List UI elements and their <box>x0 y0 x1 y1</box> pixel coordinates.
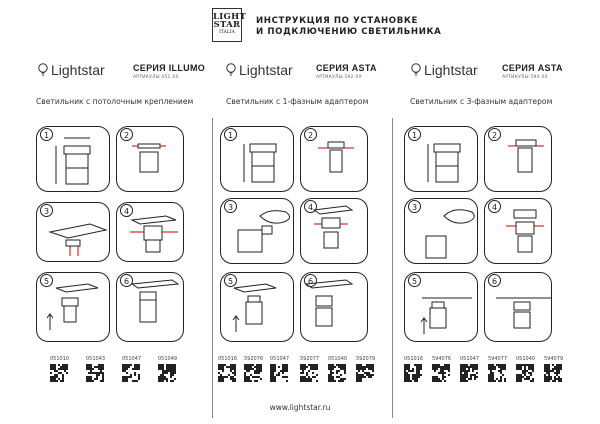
brand-name-1: Lightstar <box>51 62 105 78</box>
title-line-2: И ПОДКЛЮЧЕНИЮ СВЕТИЛЬНИКА <box>256 27 442 37</box>
step-number-2: 2 <box>304 128 317 141</box>
step-card <box>116 126 184 192</box>
step-card <box>116 272 184 342</box>
step-number-3: 3 <box>224 200 237 213</box>
step-number-1: 1 <box>408 128 421 141</box>
qr-code-icon <box>516 364 534 382</box>
qr-code-icon <box>50 364 68 382</box>
article-number: 051040 <box>516 356 536 362</box>
qr-code-icon <box>460 364 478 382</box>
step-number-3: 3 <box>40 204 53 217</box>
website-url: www.lightstar.ru <box>269 403 331 412</box>
illumo-installation-diagram <box>46 137 180 330</box>
step-card <box>484 272 552 342</box>
step-number-4: 4 <box>120 204 133 217</box>
bulb-logo-icon <box>38 63 48 76</box>
step-number-1: 1 <box>224 128 237 141</box>
step-number-6: 6 <box>120 274 133 287</box>
column-subtitle-1: Светильник с потолочным креплением <box>36 97 194 106</box>
article-range-1: АРТИКУЛЫ 051 XX <box>133 75 179 80</box>
article-number: 051047 <box>122 356 142 362</box>
step-number-4: 4 <box>488 200 501 213</box>
qr-code-icon <box>328 364 346 382</box>
brand-name-2: Lightstar <box>239 62 293 78</box>
article-range-2: АРТИКУЛЫ 592 XX <box>316 75 362 80</box>
series-name-3: СЕРИЯ ASTA <box>502 63 563 73</box>
qr-code-icon <box>404 364 422 382</box>
qr-code-icon <box>488 364 506 382</box>
step-card <box>484 198 552 264</box>
step-number-5: 5 <box>408 274 421 287</box>
qr-code-icon <box>86 364 104 382</box>
step-number-6: 6 <box>488 274 501 287</box>
step-card <box>404 126 478 192</box>
column-subtitle-2: Светильник с 1-фазным адаптером <box>226 97 369 106</box>
article-number: 051016 <box>404 356 424 362</box>
step-number-2: 2 <box>120 128 133 141</box>
article-number: 051049 <box>158 356 178 362</box>
qr-code-icon <box>356 364 374 382</box>
qr-code-icon <box>544 364 562 382</box>
step-card <box>36 126 110 192</box>
lightstar-italia-logo: LIGHT STAR ITALIA <box>212 8 247 42</box>
asta-1phase-installation-diagram <box>232 141 354 332</box>
step-number-5: 5 <box>224 274 237 287</box>
step-number-2: 2 <box>488 128 501 141</box>
step-number-5: 5 <box>40 274 53 287</box>
qr-code-icon <box>300 364 318 382</box>
step-card <box>404 198 478 264</box>
series-name-2: СЕРИЯ ASTA <box>316 63 377 73</box>
qr-code-icon <box>270 364 288 382</box>
column-subtitle-3: Светильник с 3-фазным адаптером <box>410 97 553 106</box>
step-card <box>220 198 294 264</box>
article-number: 051047 <box>270 356 290 362</box>
instruction-title: ИНСТРУКЦИЯ ПО УСТАНОВКЕ И ПОДКЛЮЧЕНИЮ СВ… <box>256 16 441 38</box>
qr-code-icon <box>218 364 236 382</box>
step-card <box>36 202 110 262</box>
article-number: 594077 <box>488 356 508 362</box>
article-number: 051040 <box>328 356 348 362</box>
step-card <box>300 198 368 264</box>
series-name-1: СЕРИЯ ILLUMO <box>133 63 206 73</box>
step-card <box>484 126 552 192</box>
title-line-1: ИНСТРУКЦИЯ ПО УСТАНОВКЕ <box>256 16 418 26</box>
article-range-3: АРТИКУЛЫ 594 XX <box>502 75 548 80</box>
logo-line-1: LIGHT <box>213 12 247 22</box>
step-number-1: 1 <box>40 128 53 141</box>
article-number: 592079 <box>356 356 376 362</box>
article-number: 592077 <box>300 356 320 362</box>
asta-3phase-installation-diagram <box>420 139 552 334</box>
step-card <box>220 272 294 342</box>
column-divider <box>212 118 213 418</box>
column-divider <box>392 118 393 418</box>
qr-code-icon <box>158 364 176 382</box>
step-card <box>36 272 110 342</box>
step-card <box>220 126 294 192</box>
article-number: 051010 <box>50 356 70 362</box>
bulb-logo-icon <box>226 63 236 76</box>
step-number-3: 3 <box>408 200 421 213</box>
qr-code-icon <box>244 364 262 382</box>
article-number: 051016 <box>218 356 238 362</box>
article-number: 051047 <box>460 356 480 362</box>
article-number: 592076 <box>244 356 264 362</box>
logo-line-2: STAR <box>213 20 241 30</box>
step-card <box>404 272 478 342</box>
article-number: 051043 <box>86 356 106 362</box>
bulb-logo-icon <box>411 63 421 76</box>
brand-name-3: Lightstar <box>424 62 478 78</box>
logo-line-3: ITALIA <box>219 30 235 35</box>
qr-code-icon <box>122 364 140 382</box>
step-card <box>116 202 184 262</box>
article-number: 594079 <box>544 356 564 362</box>
qr-code-icon <box>432 364 450 382</box>
step-card <box>300 126 368 192</box>
step-card <box>300 272 368 342</box>
article-number: 594076 <box>432 356 452 362</box>
